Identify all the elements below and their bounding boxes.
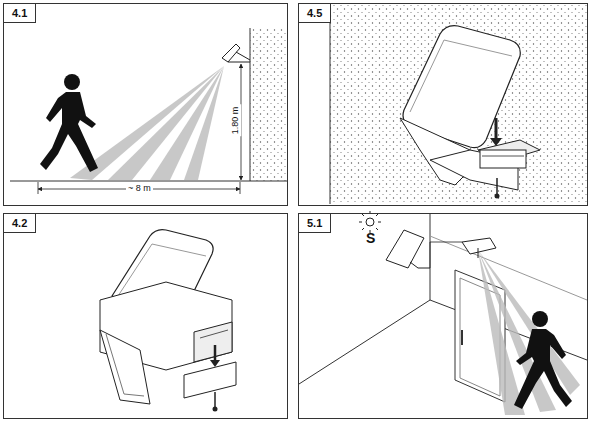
sensor-label: S	[364, 233, 377, 244]
figure-panel: 4.5	[298, 3, 588, 206]
figure-panel: 5.1	[298, 213, 588, 419]
dimension-label: 1.80 m	[230, 104, 241, 136]
panel-number: 4.2	[4, 214, 36, 233]
panel-number: 5.1	[299, 214, 331, 233]
panel-number: 4.1	[4, 4, 36, 23]
dimension-label: ~ 8 m	[126, 183, 153, 194]
panel-number: 4.5	[299, 4, 331, 23]
figure-panel: 4.2	[3, 213, 288, 419]
figure-panel: 4.1	[3, 3, 288, 206]
